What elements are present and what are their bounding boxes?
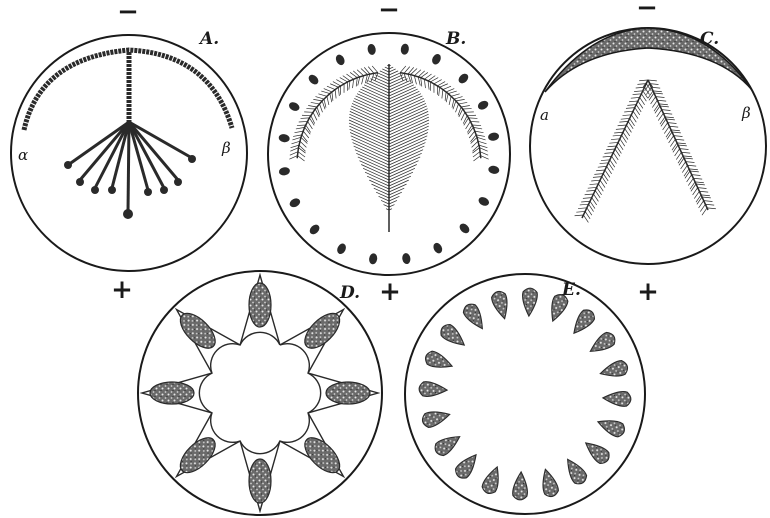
figure-c-alpha-mark: a [540,106,549,124]
peripheral-dot [458,222,471,235]
teardrop [480,464,504,495]
left-limb [575,80,653,222]
teardrop [598,359,629,381]
figure-c: − + C. a β [530,0,766,307]
figure-d-label: D. [339,283,360,303]
leaf-veins [349,64,429,232]
peripheral-dot [457,72,470,85]
inner-scallop-ring [199,332,320,453]
peripheral-dot [278,166,290,176]
peripheral-dot [487,132,499,142]
teardrop [453,450,482,481]
teardrop [461,301,489,332]
stippled-leaf [150,382,194,404]
figure-c-minus-sign: − [636,0,658,23]
stippled-leaf [249,459,271,503]
figure-a-label: A. [198,29,219,49]
figure-a-minus-sign: − [117,0,139,27]
figure-e: E. [405,274,645,514]
teardrop [581,437,612,466]
teardrop [438,322,469,351]
figure-b: − + B. [268,0,510,307]
peripheral-dot [401,252,411,264]
figure-d-star-figure [142,275,378,511]
peripheral-dot [430,53,442,66]
figure-b-plus-sign: + [379,277,401,307]
figure-a-branches [68,122,192,212]
figure-a: − + A. α β [11,0,247,305]
figure-b-label: B. [445,29,466,49]
teardrop [538,467,560,498]
figure-a-beta-mark: β [221,139,231,157]
peripheral-dot [288,101,301,113]
teardrop [423,349,454,373]
right-arch [400,66,489,161]
figure-d: D. [138,271,382,515]
figure-a-alpha-mark: α [18,146,28,164]
teardrop [595,415,626,439]
figure-c-feathered-chevron [575,80,716,222]
teardrop [546,292,570,323]
teardrop [586,330,617,358]
teardrop [432,430,463,458]
teardrop [561,455,589,486]
peripheral-dot [288,197,301,209]
figure-c-beta-mark: β [741,104,751,122]
teardrop [512,472,528,501]
peripheral-dot [367,43,377,55]
teardrop [421,407,452,429]
peripheral-dot [307,73,320,86]
peripheral-dot [476,99,489,111]
figure-c-disc [530,28,766,264]
peripheral-dot [488,165,500,175]
teardrop [419,381,448,397]
figure-b-minus-sign: − [378,0,400,25]
peripheral-dot [477,195,490,207]
figure-c-plus-sign: + [637,277,659,307]
peripheral-dot [336,242,348,255]
teardrop [490,290,512,321]
figure-a-plus-sign: + [111,275,133,305]
teardrop [568,307,597,338]
peripheral-dot [334,53,346,66]
peripheral-dot [432,241,444,254]
stippled-leaf [326,382,370,404]
right-limb [643,80,716,215]
stippled-leaf [249,283,271,327]
figure-c-label: C. [700,29,719,49]
teardrop [522,288,538,317]
figure-b-central-leaf [349,64,429,232]
peripheral-dot [278,133,290,143]
figure-e-teardrop-ring [419,288,631,500]
peripheral-dot [308,223,321,236]
peripheral-dot [400,43,410,55]
teardrop [603,391,632,407]
left-arch [289,66,378,161]
peripheral-dot [368,253,378,265]
figure-e-disc [405,274,645,514]
